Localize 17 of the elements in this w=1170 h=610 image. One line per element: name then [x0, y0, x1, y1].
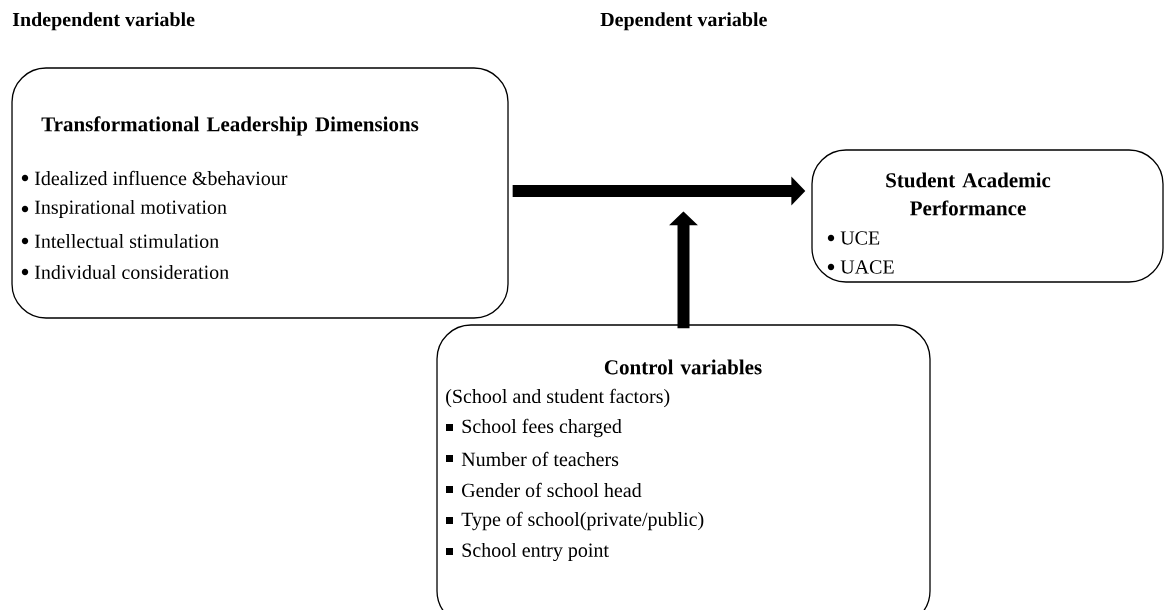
box-heading: Control variables [604, 359, 762, 375]
column-heading: Dependent variable [600, 12, 767, 31]
box-heading: Transformational Leadership Dimensions [41, 116, 419, 136]
column-heading: Independent variable [12, 12, 195, 31]
list-item: UACE [840, 260, 894, 274]
list-item: School entry point [462, 542, 609, 562]
list-item: Inspirational motivation [34, 199, 227, 219]
list-item: Type of school(private/public) [461, 511, 704, 531]
list-item: School fees charged [462, 418, 622, 438]
list-item: (School and student factors) [446, 388, 670, 408]
list-item: Number of teachers [461, 451, 619, 467]
list-item: Idealized influence &behaviour [34, 170, 288, 186]
list-item: UCE [840, 231, 880, 245]
list-item: Individual consideration [34, 264, 229, 280]
box-heading: Student Academic Performance [886, 172, 1051, 216]
list-item: Intellectual stimulation [34, 233, 219, 249]
list-item: Gender of school head [462, 482, 642, 498]
